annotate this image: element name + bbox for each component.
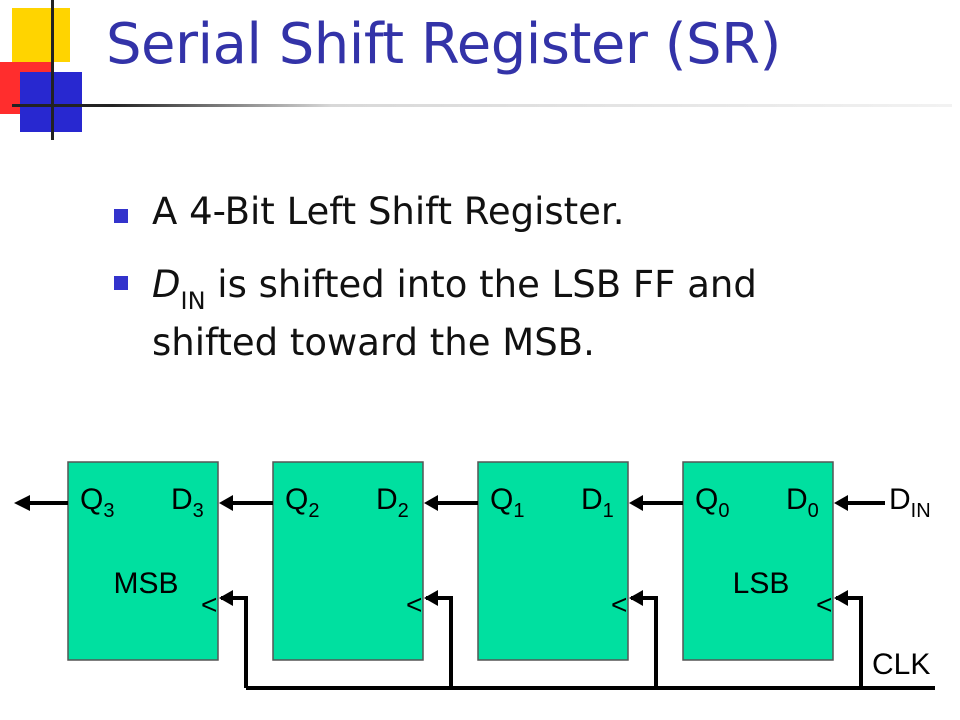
clk-mark-1: < [406, 589, 422, 620]
din-symbol: D [152, 263, 181, 306]
clock-branch-2 [631, 596, 658, 688]
flip-flop-2 [477, 461, 629, 661]
q-label-2: Q1 [490, 483, 524, 522]
clock-arrowhead-2 [629, 590, 643, 606]
d-label-2: D1 [581, 483, 614, 522]
bullet-marker [114, 276, 128, 290]
bullet-text-1: A 4-Bit Left Shift Register. [152, 190, 625, 233]
clock-branch-1 [426, 596, 453, 688]
flip-flop-3 [682, 461, 834, 661]
clock-label: CLK [872, 648, 930, 681]
decor-horizontal-rule [12, 104, 952, 107]
decor-yellow-square [12, 8, 70, 62]
data-arrowhead-1 [424, 495, 438, 511]
bullet-2-line1: is shifted into the LSB FF and [205, 263, 757, 306]
flip-flop-0 [67, 461, 219, 661]
q-label-1: Q2 [285, 483, 319, 522]
input-label: DIN [889, 483, 931, 522]
clock-arrowhead-0 [219, 590, 233, 606]
din-subscript: IN [180, 287, 206, 315]
ff-name-3: LSB [733, 567, 790, 600]
flip-flop-1 [272, 461, 424, 661]
d-label-1: D2 [376, 483, 409, 522]
bullet-2-line2: shifted toward the MSB. [152, 321, 595, 364]
ff-name-0: MSB [113, 567, 178, 600]
slide-title: Serial Shift Register (SR) [106, 12, 781, 77]
input-arrowhead [834, 495, 848, 511]
bullet-marker [114, 209, 128, 223]
decor-vertical-line [51, 0, 54, 140]
data-arrowhead-0 [219, 495, 233, 511]
clock-branch-3 [836, 596, 863, 688]
q-label-3: Q0 [695, 483, 729, 522]
clock-branch-0 [221, 596, 248, 688]
d-label-3: D0 [786, 483, 819, 522]
clock-arrowhead-1 [424, 590, 438, 606]
data-arrowhead-2 [629, 495, 643, 511]
clock-arrowhead-3 [834, 590, 848, 606]
q-label-0: Q3 [80, 483, 114, 522]
clk-mark-0: < [201, 589, 217, 620]
bullet-text-2: DIN is shifted into the LSB FF and shifte… [152, 258, 757, 370]
d-label-0: D3 [171, 483, 204, 522]
clk-mark-3: < [816, 589, 832, 620]
clk-mark-2: < [611, 589, 627, 620]
output-arrowhead [14, 495, 30, 511]
